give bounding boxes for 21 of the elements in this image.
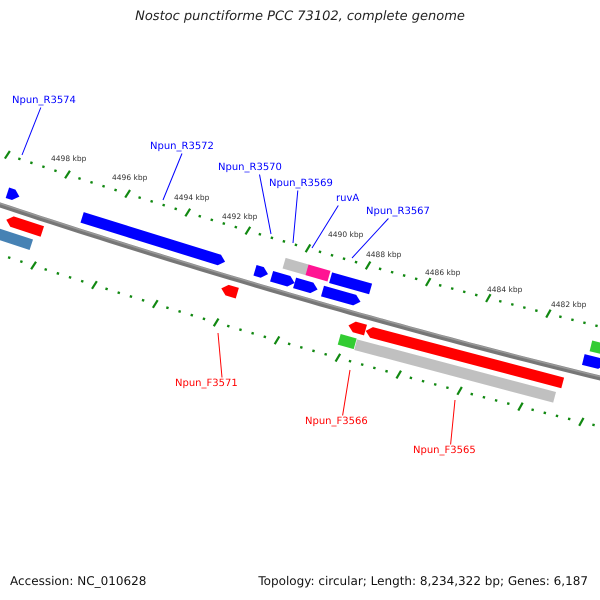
leader-line xyxy=(162,153,182,200)
gene-label: Npun_F3566 xyxy=(305,416,368,428)
leader-line xyxy=(312,205,339,248)
leader-line xyxy=(352,218,389,258)
leader-line xyxy=(22,107,42,156)
footer-text: Accession: NC_010628 xyxy=(10,574,146,588)
gene-label: Npun_R3572 xyxy=(150,141,214,153)
gene-label: Npun_R3574 xyxy=(12,95,76,107)
leader-line xyxy=(342,370,350,416)
footer-text: Topology: circular; Length: 8,234,322 bp; Genes: 6,187 xyxy=(258,574,588,588)
leader-line xyxy=(218,332,222,378)
gene-label: Npun_R3567 xyxy=(366,206,430,218)
gene-label: Npun_F3571 xyxy=(175,378,238,390)
title: Nostoc punctiforme PCC 73102, complete genome xyxy=(134,9,466,24)
gene-label: Npun_F3565 xyxy=(413,445,476,457)
gene-label: ruvA xyxy=(336,193,360,205)
leader-line xyxy=(259,174,272,234)
gene-label: Npun_R3569 xyxy=(269,178,333,190)
leader-line xyxy=(450,400,456,445)
leader-line xyxy=(292,190,298,244)
gene-label: Npun_R3570 xyxy=(218,162,282,174)
